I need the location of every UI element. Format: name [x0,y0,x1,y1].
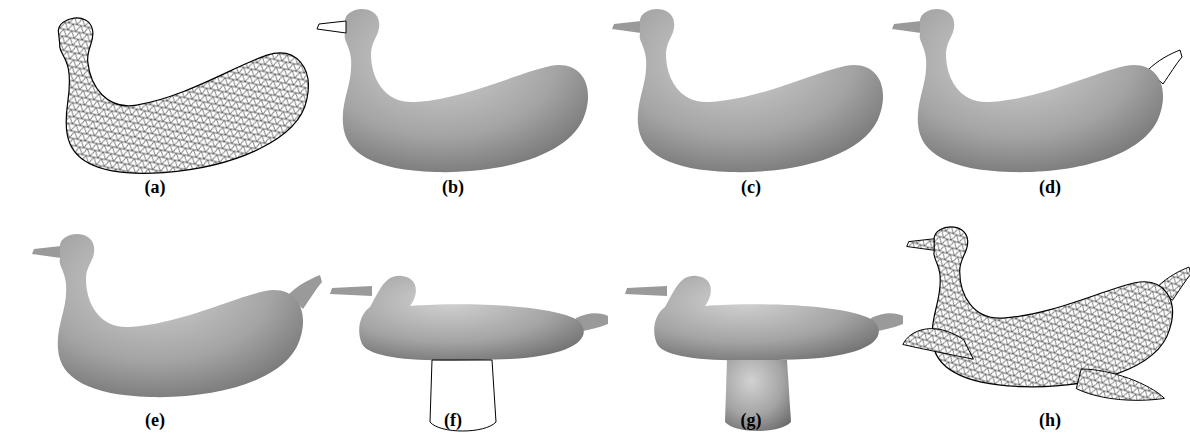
sketch-wing [430,360,496,431]
shaded-beak [892,21,921,33]
panel-label: (d) [1039,178,1061,196]
shaded-beak [625,286,667,296]
panel-label: (e) [145,411,165,429]
mesh-beak [907,239,935,251]
wireframe-duck [55,0,316,182]
shaded-beak [330,286,372,296]
mesh-wing [1076,369,1164,400]
shaded-beak [612,21,641,33]
wireframe-duck [903,227,1190,400]
shaded-body [654,276,879,361]
panel-label: (c) [741,178,761,196]
mesh-wing [903,329,974,360]
shaded-body [343,9,588,172]
shaded-duck [612,9,883,172]
shaded-body [918,9,1163,172]
mesh-body [932,227,1172,387]
sketch-beak [317,21,346,33]
panel-label: (f) [444,411,462,429]
flat-duck [330,276,608,431]
panel-label: (a) [145,178,166,196]
mesh-body [55,0,316,182]
shaded-duck [317,9,588,172]
panel-label: (h) [1039,411,1061,429]
shaded-duck [892,9,1182,172]
panel-label: (g) [741,411,762,429]
shaded-body [638,9,883,172]
panel-label: (b) [442,178,464,196]
shaded-body [58,234,303,397]
flat-duck [625,276,903,431]
shaded-wing [725,360,791,431]
shaded-duck [32,234,322,397]
shaded-beak [32,246,61,258]
shaded-body [359,276,584,361]
